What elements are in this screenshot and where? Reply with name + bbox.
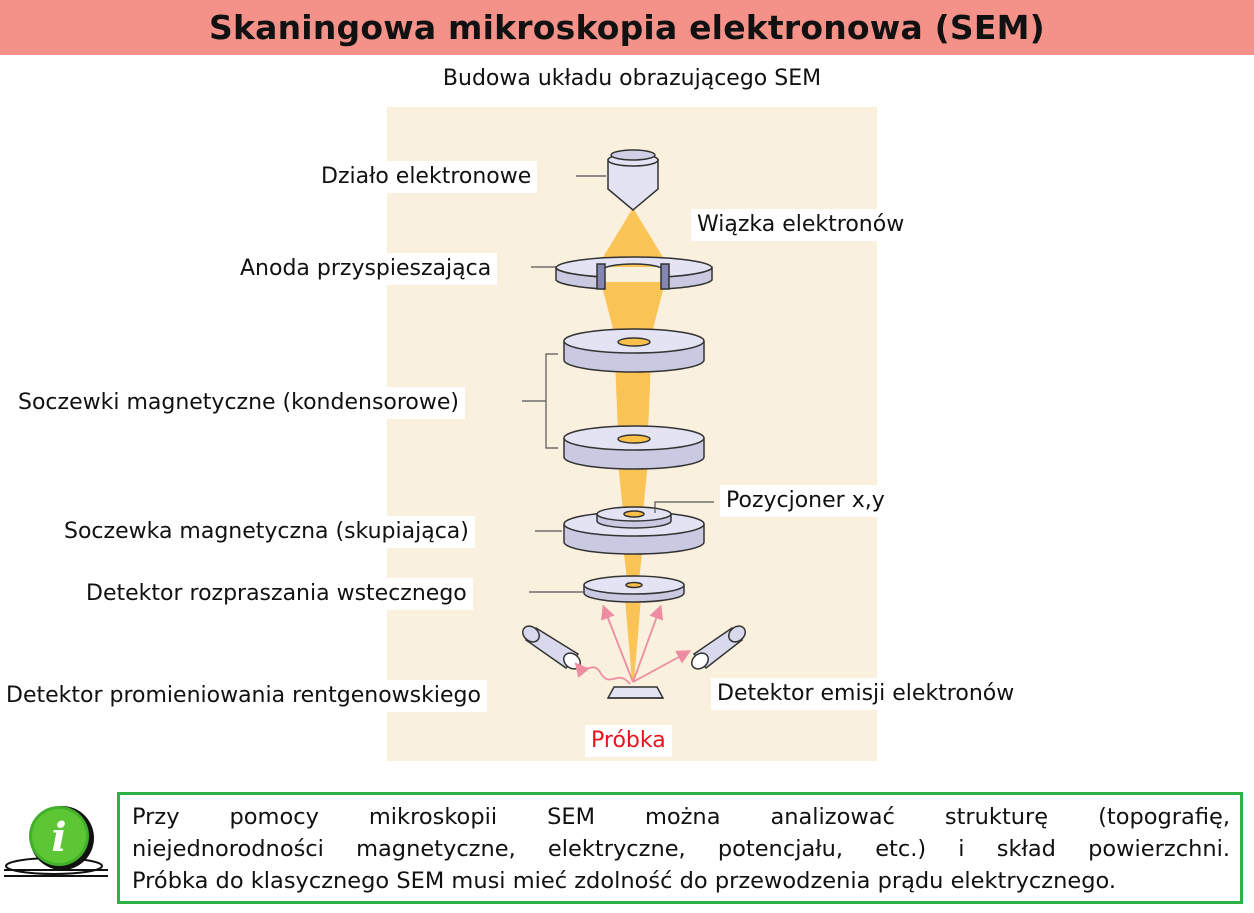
sample <box>606 686 665 699</box>
condenser-lens-lower <box>563 425 705 470</box>
label-electron-beam: Wiązka elektronów <box>691 209 911 241</box>
electron-gun <box>607 149 659 211</box>
electron-beam <box>597 208 669 682</box>
electron-emission-detector <box>691 625 746 670</box>
backscatter-detector <box>583 575 685 603</box>
info-icon: i <box>4 806 108 877</box>
info-box: Przy pomocy mikroskopii SEM można analiz… <box>117 792 1243 904</box>
leader-lines <box>522 175 714 593</box>
label-condenser-lenses: Soczewki magnetyczne (kondensorowe) <box>12 387 465 419</box>
diagram-subtitle: Budowa układu obrazującego SEM <box>442 66 822 91</box>
label-focusing-lens: Soczewka magnetyczna (skupiająca) <box>58 516 475 548</box>
xray-detector <box>522 625 581 670</box>
label-accelerating-anode: Anoda przyspieszająca <box>234 253 498 285</box>
label-xray-detector: Detektor promieniowania rentgenowskiego <box>0 680 487 712</box>
accelerating-anode <box>555 256 713 290</box>
title-bar: Skaningowa mikroskopia elektronowa (SEM) <box>0 0 1254 55</box>
label-sample: Próbka <box>585 725 672 757</box>
info-line-3: Próbka do klasycznego SEM musi mieć zdol… <box>132 868 1117 894</box>
xy-positioner <box>596 506 672 529</box>
info-line-2: niejednorodności magnetyczne, elektryczn… <box>132 836 1230 862</box>
label-xy-positioner: Pozycjoner x,y <box>720 485 891 517</box>
emission-arrows <box>574 604 692 685</box>
label-electron-emission-detector: Detektor emisji elektronów <box>711 678 1021 710</box>
label-backscatter-detector: Detektor rozpraszania wstecznego <box>80 578 473 610</box>
condenser-lens-upper <box>563 328 705 373</box>
page-title: Skaningowa mikroskopia elektronowa (SEM) <box>209 8 1045 47</box>
label-electron-gun: Działo elektronowe <box>315 161 538 193</box>
svg-text:i: i <box>51 814 66 861</box>
info-line-1: Przy pomocy mikroskopii SEM można analiz… <box>132 804 1230 830</box>
